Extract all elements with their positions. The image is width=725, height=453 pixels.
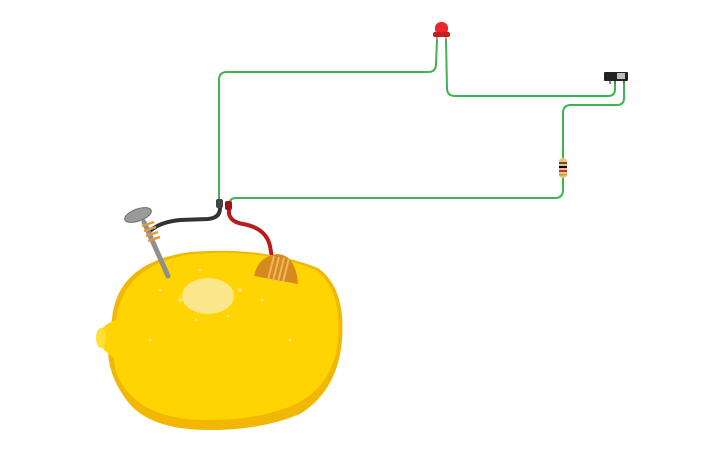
led-rim [433,32,450,37]
wire-nail-to-led[interactable] [218,39,438,204]
wire-switch-to-resistor[interactable] [562,79,625,159]
wire-led-to-switch[interactable] [445,39,616,97]
resistor-band-3 [559,170,567,172]
resistor-band-1 [559,162,567,164]
wires [148,39,625,260]
lemon-pores [148,268,292,342]
lemon-tip [96,328,106,348]
wire-black-nail-lead[interactable] [148,201,222,233]
black-lead-tip [216,199,223,208]
resistor-band-4 [559,174,567,176]
resistor[interactable] [559,158,567,178]
lemon-battery[interactable] [96,250,343,430]
galvanized-nail[interactable] [123,205,171,279]
slide-switch[interactable] [604,72,628,84]
coin-coil [267,255,290,283]
lemon-highlight [182,278,234,314]
wire-red-copper-lead[interactable] [227,204,274,260]
switch-slider[interactable] [617,73,625,79]
nail-shaft [141,219,171,279]
lemon-body [98,252,339,420]
copper-coin[interactable] [254,254,298,284]
red-led[interactable] [433,22,450,42]
led-body [435,22,448,35]
red-lead-tip [225,201,232,210]
wire-resistor-to-copper[interactable] [228,177,564,207]
resistor-band-2 [559,166,567,168]
nail-coil [141,220,161,243]
nail-head [124,207,152,223]
